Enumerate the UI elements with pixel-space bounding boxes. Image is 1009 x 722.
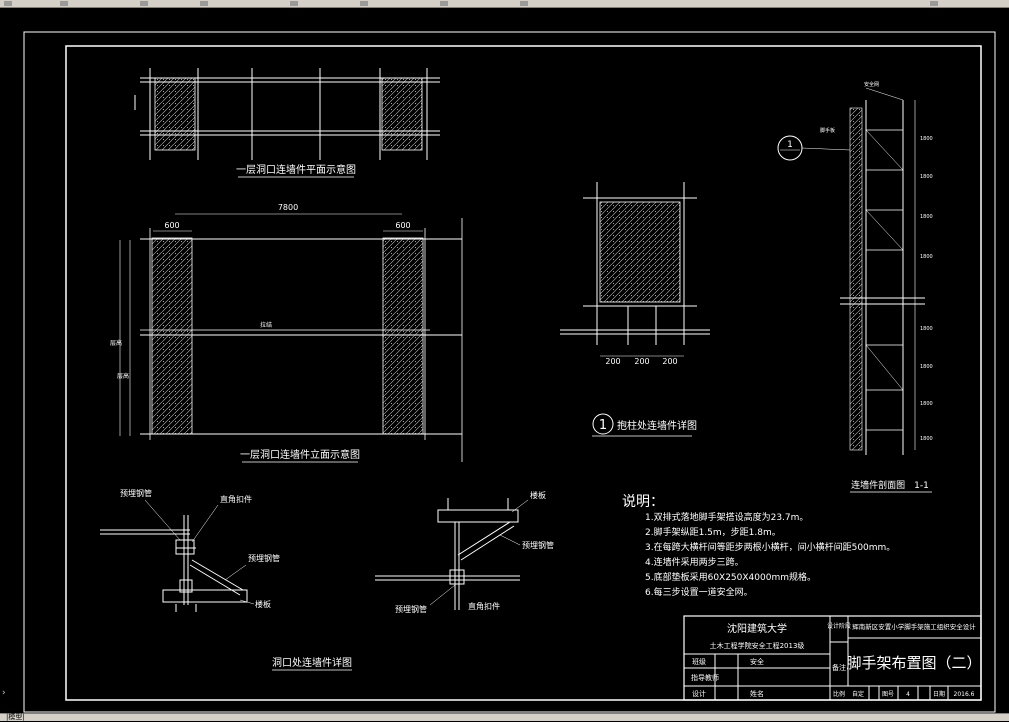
elevation-title: 一层洞口连墙件立面示意图: [240, 448, 360, 461]
toolbar-button[interactable]: [290, 1, 298, 6]
section-dim: 1800: [920, 174, 933, 180]
top-plan-view: 一层洞口连墙件平面示意图: [134, 68, 440, 178]
section-side-label: 脚手板: [820, 127, 835, 134]
section-dim: 1800: [920, 364, 933, 370]
notes-heading: 说明：: [622, 494, 664, 510]
right-opening-detail: 楼板 预埋钢管 预埋钢管 直角扣件: [375, 490, 554, 614]
note-line: 5.底部垫板采用60X250X4000mm规格。: [645, 571, 816, 583]
inner-frame: [65, 45, 982, 701]
section-dim: 1800: [920, 254, 933, 260]
tb-row2-label: 指导教师: [691, 673, 719, 682]
right-detail-label: 预埋钢管: [395, 604, 427, 614]
section-dim: 1800: [920, 436, 933, 442]
tb-row1-value: 安全: [750, 657, 764, 666]
toolbar-button[interactable]: [60, 1, 68, 6]
tb-remark: 备注: [832, 663, 846, 672]
section-top-label: 安全网: [864, 81, 879, 88]
left-detail-label: 直角扣件: [220, 494, 252, 504]
section-dim: 1800: [920, 401, 933, 407]
title-block: 沈阳建筑大学 土木工程学院安全工程2013级 辉南新区安置小学脚手架施工组织安全…: [683, 615, 982, 701]
tb-row3-label: 设计: [692, 689, 706, 698]
top-plan-title: 一层洞口连墙件平面示意图: [236, 163, 356, 176]
tb-date-value: 2016.6: [954, 691, 975, 698]
elev-side-dim-2: 层高: [117, 372, 129, 380]
toolbar-button[interactable]: [520, 1, 528, 6]
outer-frame: [23, 31, 996, 713]
status-bar: |模型|: [0, 713, 1009, 721]
elev-dim-left: 600: [164, 221, 179, 230]
elevation-view: 7800 600 600 拉结 层高 层高 一层洞口连墙件立面示意图: [110, 203, 463, 463]
notes-block: 说明： 1.双排式落地脚手架搭设高度为23.7m。 2.脚手架纵距1.5m，步距…: [622, 494, 895, 598]
toolbar-button[interactable]: [440, 1, 448, 6]
section-marker: 1: [787, 140, 793, 150]
opening-detail-title: 洞口处连墙件详图: [272, 656, 352, 669]
column-dim: 200: [634, 357, 649, 366]
section-dim: 1800: [920, 326, 933, 332]
section-title: 连墙件剖面图 1-1: [851, 479, 929, 491]
drawing-canvas[interactable]: 一层洞口连墙件平面示意图 7800 600 600 拉结 层高 层高 一层洞口连…: [0, 7, 1009, 717]
tb-scale-value: 自定: [852, 690, 864, 698]
toolbar-button[interactable]: [360, 1, 368, 6]
tb-university: 沈阳建筑大学: [727, 622, 787, 635]
tb-project: 辉南新区安置小学脚手架施工组织安全设计: [852, 622, 976, 631]
left-opening-detail: 预埋钢管 直角扣件 预埋钢管 楼板: [100, 488, 280, 612]
tb-scale-label: 比例: [833, 690, 845, 698]
elev-side-dim-1: 层高: [110, 339, 122, 347]
tb-department: 土木工程学院安全工程2013级: [710, 641, 805, 650]
tb-row3-value: 姓名: [750, 689, 764, 698]
elev-mid-label: 拉结: [260, 321, 272, 329]
crosshair-icon: ›: [2, 688, 6, 698]
left-detail-label: 预埋钢管: [120, 488, 152, 498]
section-dim: 1800: [920, 214, 933, 220]
tb-row1-label: 班级: [692, 657, 706, 666]
tb-date-label: 日期: [933, 690, 945, 698]
section-dim: 1800: [920, 136, 933, 142]
tb-sheet-value: 4: [906, 691, 910, 698]
status-text: |模型|: [6, 713, 25, 721]
column-detail-title: 抱柱处连墙件详图: [617, 419, 697, 432]
elev-dim-total: 7800: [278, 203, 298, 212]
toolbar-button[interactable]: [930, 1, 938, 6]
left-detail-label: 楼板: [255, 599, 271, 609]
column-dim: 200: [605, 357, 620, 366]
column-detail-number: 1: [599, 418, 607, 433]
tb-sheet-label: 图号: [882, 691, 894, 698]
tb-design-stage: 设计阶段: [827, 622, 851, 630]
right-detail-label: 直角扣件: [468, 601, 500, 611]
note-line: 2.脚手架纵距1.5m，步距1.8m。: [645, 526, 781, 538]
toolbar-button[interactable]: [200, 1, 208, 6]
right-detail-label: 预埋钢管: [522, 540, 554, 550]
right-detail-label: 楼板: [530, 490, 546, 500]
note-line: 4.连墙件采用两步三跨。: [645, 556, 744, 568]
section-view: 1800 1800 1800 1800 1800 1800 1800 1800 …: [777, 81, 933, 493]
column-detail-view: 200 200 200 1 抱柱处连墙件详图: [560, 182, 710, 437]
toolbar-strip[interactable]: [0, 0, 1009, 8]
toolbar-button[interactable]: [140, 1, 148, 6]
column-dim: 200: [662, 357, 677, 366]
note-line: 1.双排式落地脚手架搭设高度为23.7m。: [645, 511, 808, 523]
toolbar-button[interactable]: [4, 1, 12, 6]
note-line: 6.每三步设置一道安全网。: [645, 586, 753, 598]
elev-dim-right: 600: [395, 221, 410, 230]
note-line: 3.在每跨大横杆间等距步两根小横杆，间小横杆间距500mm。: [645, 541, 895, 553]
tb-drawing-name: 脚手架布置图（二）: [846, 654, 981, 672]
left-detail-label: 预埋钢管: [248, 553, 280, 563]
